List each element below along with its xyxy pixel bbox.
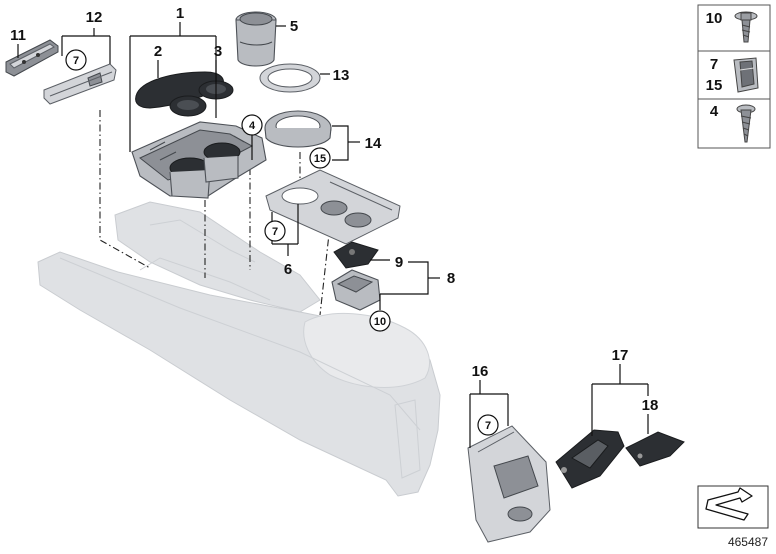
leader-lines xyxy=(17,22,649,448)
part-1-cupholder-tray xyxy=(131,121,267,199)
key-label-4: 4 xyxy=(710,103,719,120)
callout-7-panel: 7 xyxy=(73,55,79,67)
key-label-10: 10 xyxy=(706,10,723,27)
part-12-trim-panel xyxy=(43,63,117,105)
key-label-15: 15 xyxy=(706,77,723,94)
diagram-number: 465487 xyxy=(728,535,768,549)
callout-10: 10 xyxy=(374,316,386,328)
callout-6: 6 xyxy=(284,261,292,278)
part-5-cover-cup xyxy=(235,11,277,67)
callout-2: 2 xyxy=(154,43,162,60)
callout-12: 12 xyxy=(86,9,103,26)
callout-15: 15 xyxy=(314,153,326,165)
part-17-bezel xyxy=(555,429,625,489)
callout-17: 17 xyxy=(612,347,629,364)
center-console-body xyxy=(37,201,441,497)
bolt-icon xyxy=(734,11,758,43)
part-18-insert xyxy=(625,431,685,467)
part-11-bracket xyxy=(5,39,59,77)
callout-16: 16 xyxy=(472,363,489,380)
part-14-trim-ring xyxy=(264,110,332,148)
callout-8: 8 xyxy=(447,270,455,287)
callout-labels: 1 2 3 4 5 6 7 7 7 8 9 10 11 12 13 14 15 … xyxy=(10,5,658,432)
arrow-icon xyxy=(705,487,753,521)
part-13-ring xyxy=(259,63,321,93)
callout-4: 4 xyxy=(249,120,256,132)
callout-9: 9 xyxy=(395,254,403,271)
callout-7-plate: 7 xyxy=(272,226,278,238)
callout-1: 1 xyxy=(176,5,184,22)
key-label-7: 7 xyxy=(710,56,718,73)
hardware-key: 10 7 15 4 xyxy=(697,4,771,149)
circled-callouts xyxy=(65,49,499,436)
callout-13: 13 xyxy=(333,67,350,84)
callout-18: 18 xyxy=(642,397,659,414)
part-9-pad xyxy=(333,241,379,269)
callout-11: 11 xyxy=(10,27,26,44)
part-6-trim-plate xyxy=(265,169,401,245)
part-3-cup-inserts xyxy=(169,80,234,117)
callout-5: 5 xyxy=(290,18,298,35)
callout-3: 3 xyxy=(214,43,222,60)
assembly-lines xyxy=(99,110,331,316)
arrow-symbol-box xyxy=(697,485,769,529)
callout-14: 14 xyxy=(365,135,382,152)
screw-icon xyxy=(736,104,756,143)
clip-nut-icon xyxy=(733,57,759,93)
part-8-storage-tray xyxy=(331,269,381,311)
part-16-rear-panel xyxy=(467,425,551,543)
callout-7-rear: 7 xyxy=(485,420,491,432)
